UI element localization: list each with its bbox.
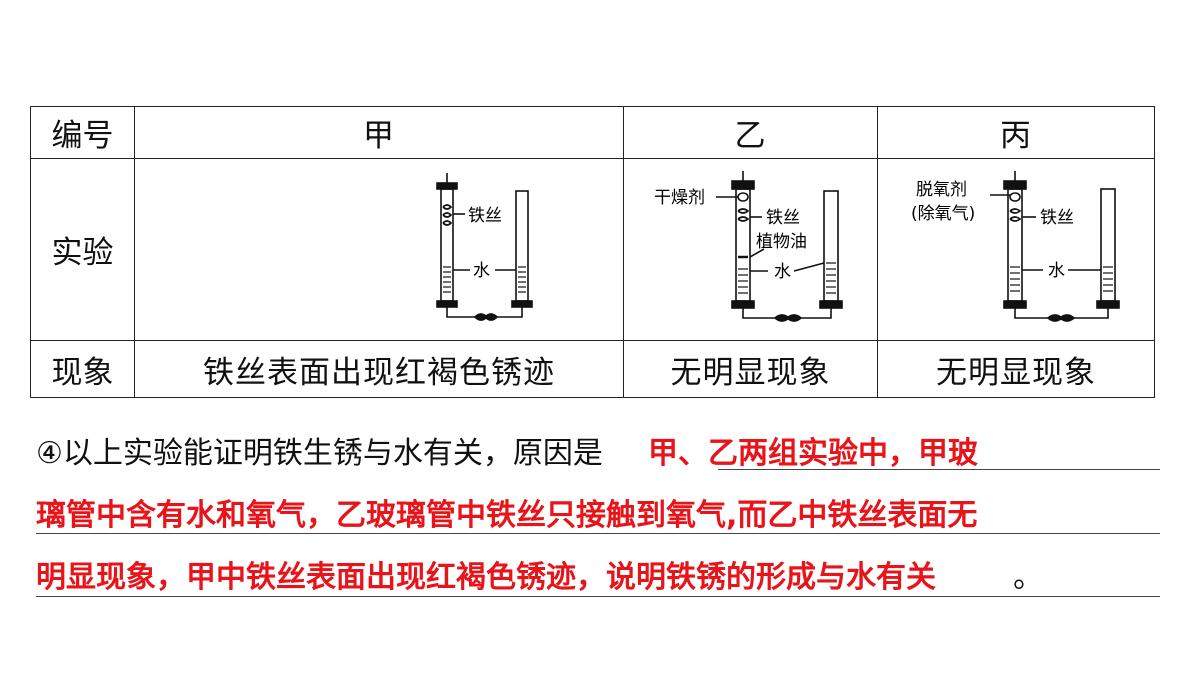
header-jia: 甲	[134, 106, 624, 159]
apparatus-yi-diagram: 干燥剂 铁丝 植物油 水	[654, 171, 843, 322]
yi-desiccant-label: 干燥剂	[654, 188, 705, 208]
yi-oil-label: 植物油	[756, 232, 807, 252]
apparatus-jia: 铁丝 水	[134, 158, 624, 341]
experiment-table: 编号 甲 乙 丙 实验	[30, 106, 1155, 398]
header-bing: 丙	[877, 106, 1155, 159]
phenomenon-row: 现象 铁丝表面出现红褐色锈迹 无明显现象 无明显现象	[30, 340, 1155, 398]
bing-water-label: 水	[1048, 261, 1065, 281]
jia-water-label: 水	[473, 261, 490, 281]
question-line-1: ④以上实验能证明铁生锈与水有关，原因是 甲、乙两组实验中，甲玻	[36, 434, 978, 474]
bing-deoxidizer-note: (除氧气)	[911, 204, 975, 224]
jia-wire-label: 铁丝	[468, 206, 502, 226]
answer-line-3: 明显现象，甲中铁丝表面出现红褐色锈迹，说明铁锈的形成与水有关	[36, 560, 936, 595]
apparatus-bing: 脱氧剂 (除氧气) 铁丝 水	[877, 158, 1155, 341]
header-yi: 乙	[623, 106, 878, 159]
experiment-row: 实验	[30, 158, 1155, 341]
question-line-3: 明显现象，甲中铁丝表面出现红褐色锈迹，说明铁锈的形成与水有关 。	[36, 558, 1043, 598]
experiment-label: 实验	[30, 158, 135, 341]
answer-underline-1	[718, 469, 1160, 470]
question-line-2: 璃管中含有水和氧气，乙玻璃管中铁丝只接触到氧气,而乙中铁丝表面无	[36, 496, 977, 536]
question-suffix: 。	[1013, 560, 1044, 595]
phenomenon-yi: 无明显现象	[623, 340, 878, 398]
answer-line-2: 璃管中含有水和氧气，乙玻璃管中铁丝只接触到氧气,而乙中铁丝表面无	[36, 498, 978, 533]
answer-line-1: 甲、乙两组实验中，甲玻	[648, 436, 978, 471]
header-row: 编号 甲 乙 丙	[30, 106, 1155, 159]
answer-underline-2	[36, 533, 1160, 534]
phenomenon-bing: 无明显现象	[877, 340, 1155, 398]
apparatus-bing-diagram: 脱氧剂 (除氧气) 铁丝 水	[911, 171, 1120, 322]
apparatus-jia-diagram: 铁丝 水	[436, 173, 533, 321]
answer-underline-3	[36, 596, 1160, 597]
header-label: 编号	[30, 106, 135, 159]
apparatus-yi: 干燥剂 铁丝 植物油 水	[623, 158, 878, 341]
bing-deoxidizer-label: 脱氧剂	[916, 180, 967, 200]
yi-water-label: 水	[774, 262, 791, 282]
phenomenon-label: 现象	[30, 340, 135, 398]
phenomenon-jia: 铁丝表面出现红褐色锈迹	[134, 340, 624, 398]
yi-wire-label: 铁丝	[766, 208, 800, 228]
bing-wire-label: 铁丝	[1040, 208, 1074, 228]
question-prefix: ④以上实验能证明铁生锈与水有关，原因是	[36, 436, 603, 471]
